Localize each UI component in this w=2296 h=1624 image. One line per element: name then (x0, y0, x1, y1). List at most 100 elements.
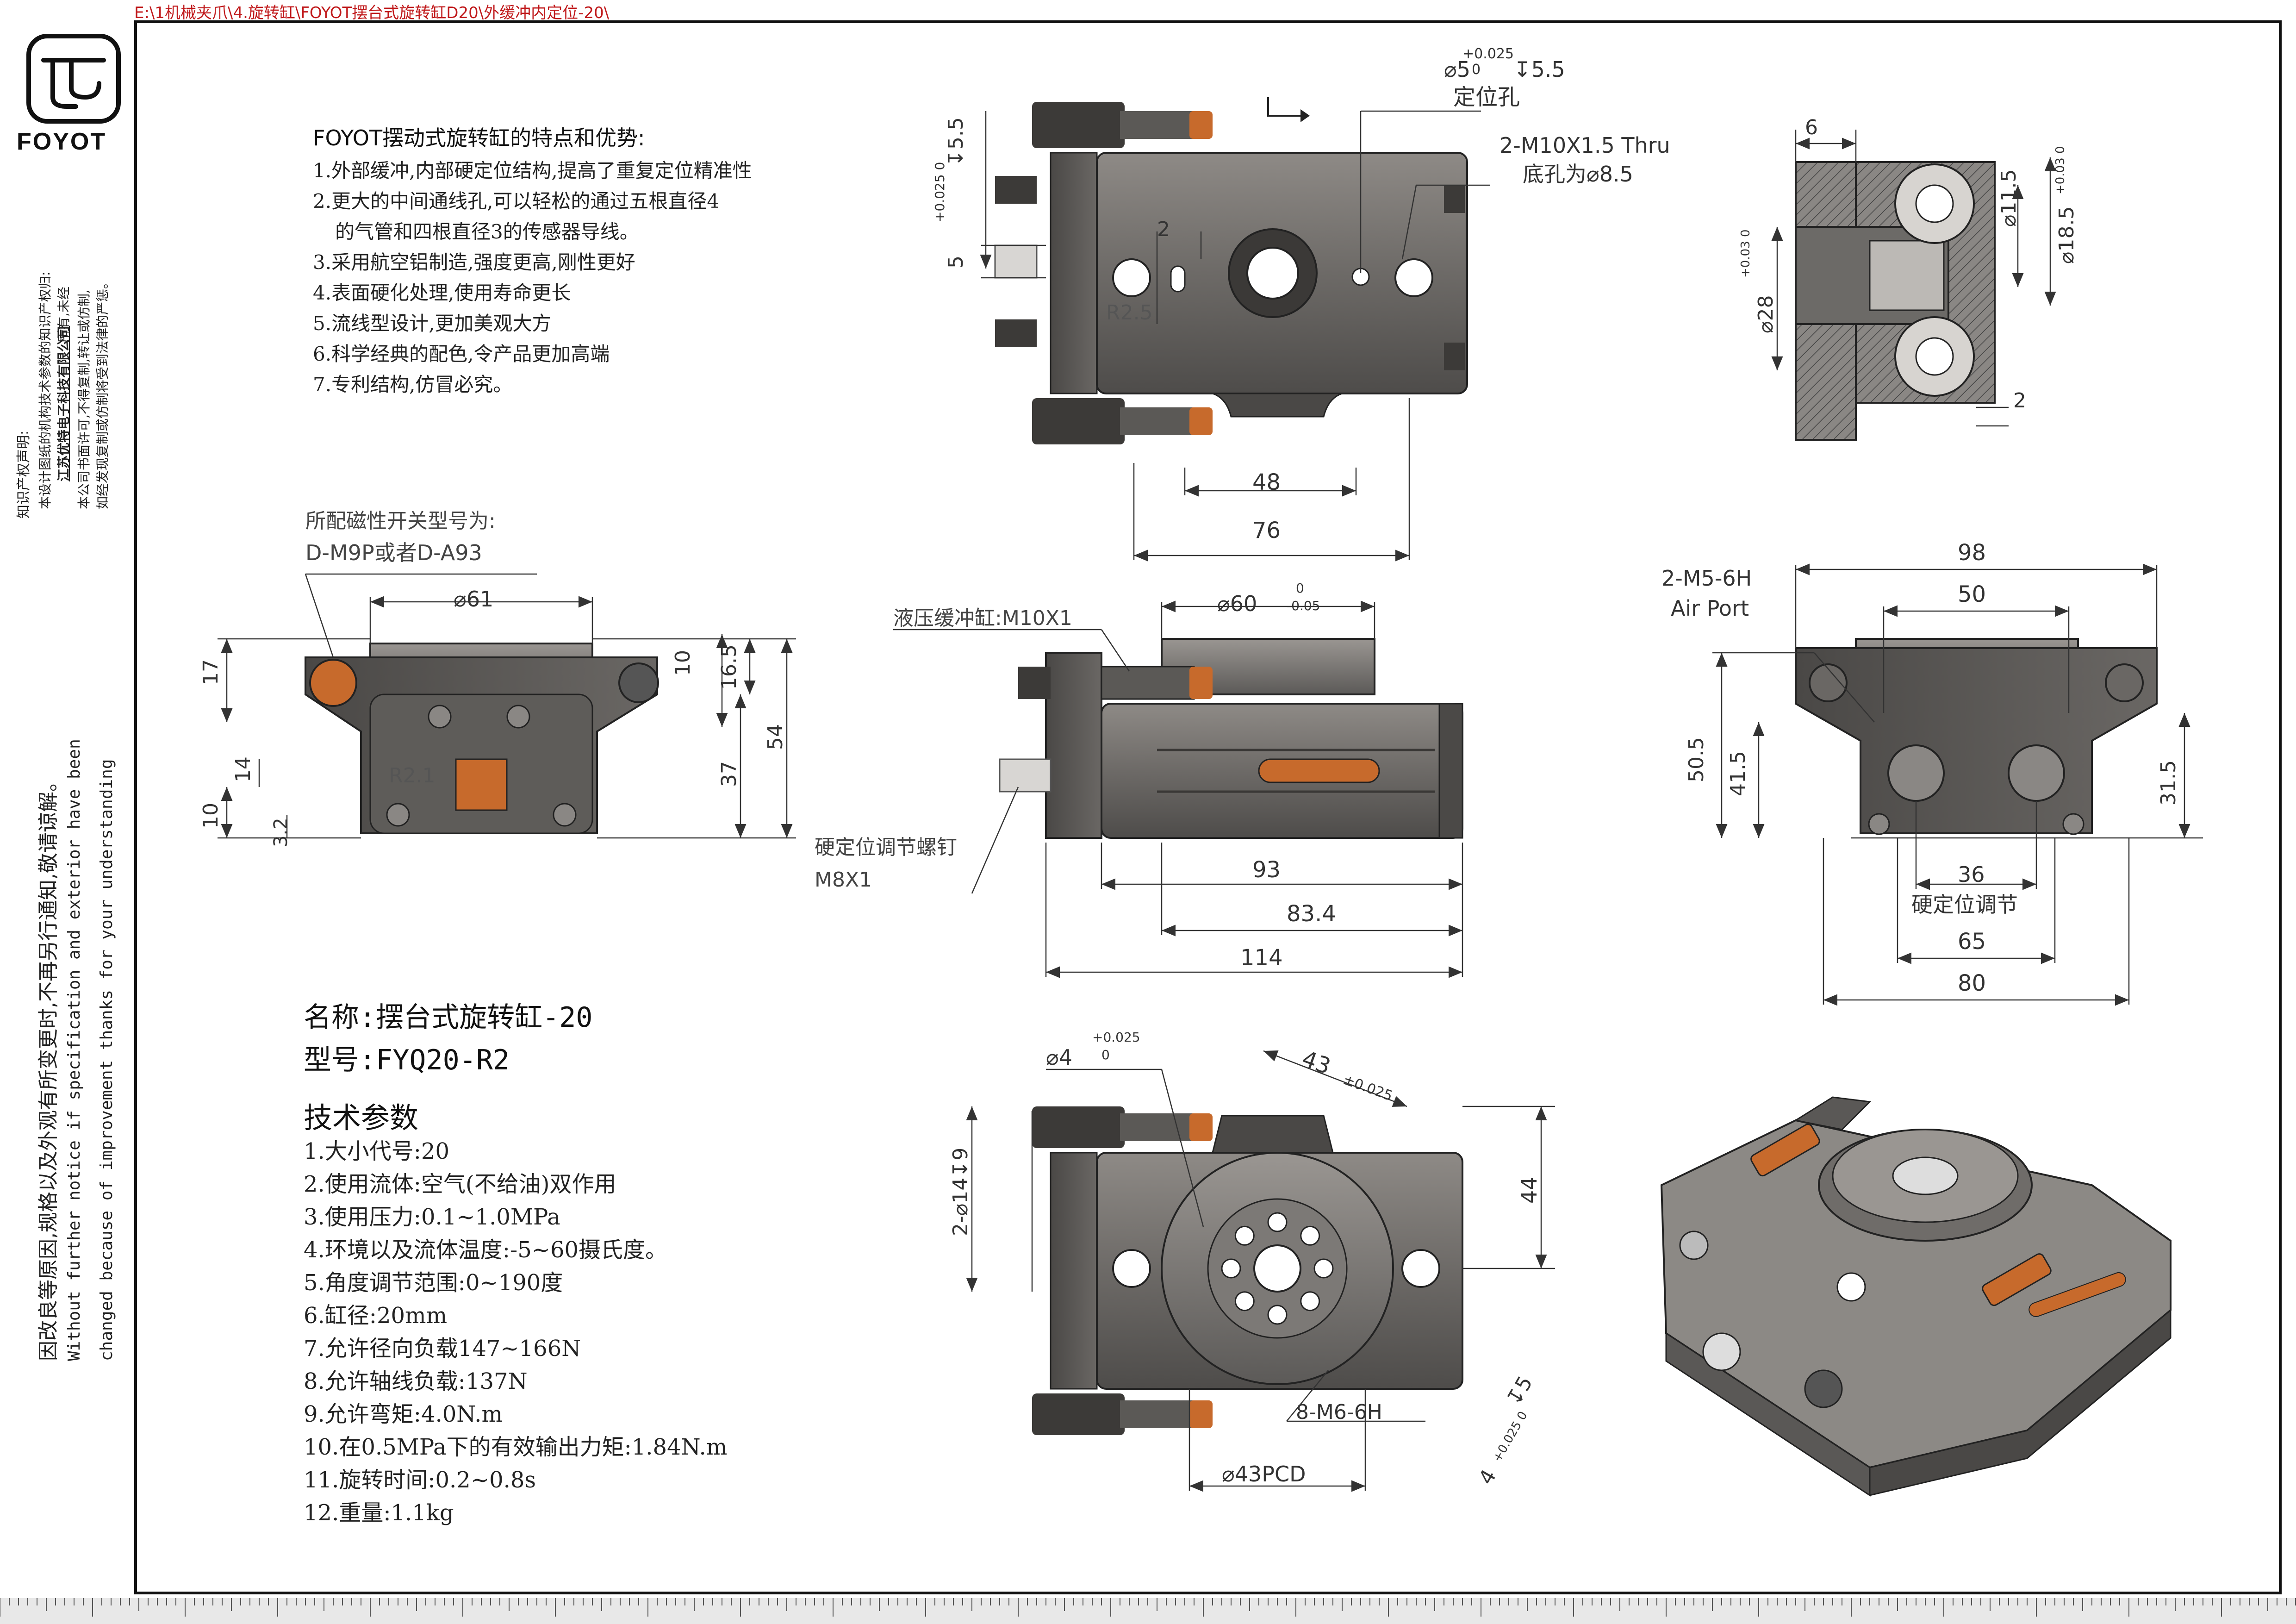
spec-item: 6.缸径:20mm (304, 1303, 448, 1329)
top-view: ⌀5 +0.025 0 ↧5.5 定位孔 2-M10X1.5 Thru 底孔为⌀… (932, 46, 1670, 562)
dim-114: 114 (1240, 945, 1283, 971)
rear-view: 98 50 2-M5-6H Air Port 50.5 41.5 31.5 36… (1661, 540, 2203, 1006)
feature-item: 7.专利结构,仿冒必究。 (313, 373, 513, 396)
dim-17: 17 (199, 659, 223, 685)
dim-4-tol: +0.025 0 (1490, 1409, 1530, 1465)
thru-hole-base: 底孔为⌀8.5 (1523, 162, 1633, 187)
product-name: 名称:摆台式旋转缸-20 (304, 1001, 593, 1034)
dim-65: 65 (1958, 929, 1986, 955)
stop-screw-label: 硬定位调节螺钉 (815, 836, 957, 859)
dim-2: 2 (1157, 218, 1170, 241)
pcd-hole (1313, 1258, 1334, 1279)
dim-76: 76 (1252, 518, 1281, 543)
product-block: 名称:摆台式旋转缸-20 型号:FYQ20-R2 (304, 996, 593, 1081)
feature-item: 1.外部缓冲,内部硬定位结构,提高了重复定位精准性 (313, 159, 752, 182)
spec-item: 9.允许弯矩:4.0N.m (304, 1401, 503, 1427)
spec-item: 7.允许径向负载147~166N (304, 1336, 581, 1362)
locate-hole-label: 定位孔 (1453, 84, 1520, 110)
dim-31-5: 31.5 (2157, 760, 2180, 806)
dim-44: 44 (1517, 1176, 1542, 1204)
dim-r2-5: R2.5 (1106, 301, 1153, 325)
dim-36: 36 (1958, 862, 1985, 887)
spec-item: 4.环境以及流体温度:-5~60摄氏度。 (304, 1237, 668, 1263)
feature-item: 6.科学经典的配色,令产品更加高端 (313, 343, 610, 365)
spec-item: 12.重量:1.1kg (304, 1500, 454, 1526)
dim-phi11-5: ⌀11.5 (1997, 169, 2021, 227)
pcd-hole (1221, 1258, 1241, 1279)
dim-41-5: 41.5 (1726, 751, 1750, 796)
air-port-en: Air Port (1671, 596, 1749, 621)
phi60-tol-up: 0 (1296, 581, 1304, 596)
dim-phi61: ⌀61 (454, 587, 493, 612)
hole4-tol-down: 0 (1101, 1047, 1110, 1062)
dim-93: 93 (1252, 857, 1281, 883)
dim-54: 54 (764, 724, 787, 750)
phi28-tolerance: +0.03 0 (1739, 230, 1753, 278)
magnet-model: D-M9P或者D-A93 (305, 540, 482, 565)
dim-43: 43 (1299, 1046, 1334, 1080)
hydraulic-label: 液压缓冲缸:M10X1 (893, 606, 1072, 630)
dim-98: 98 (1958, 540, 1986, 566)
pcd-holes-label: 8-M6-6H (1296, 1400, 1382, 1424)
phi60-tol-down: -0.05 (1287, 598, 1320, 613)
dim-83-4: 83.4 (1287, 901, 1336, 927)
title-strip: FOYOT 知识产权声明: 本设计图纸的机构技术参数的知识产权归: 江苏优特电子… (0, 0, 134, 1624)
section-view: 6 ⌀11.5 ⌀18.5 +0.03 0 ⌀28 +0.03 0 2 (1739, 116, 2078, 441)
pcd-hole (1267, 1212, 1288, 1232)
side-view: ⌀60 0 -0.05 液压缓冲缸:M10X1 硬定位调节螺钉 M8X1 93 … (815, 581, 1463, 978)
feature-item: 5.流线型设计,更加美观大方 (313, 312, 552, 335)
spec-item: 5.角度调节范围:0~190度 (304, 1270, 563, 1296)
thru-hole-label: 2-M10X1.5 Thru (1500, 133, 1670, 158)
feature-item: 3.采用航空铝制造,强度更高,刚性更好 (313, 251, 635, 274)
dim-r2-1: R2.1 (389, 764, 436, 787)
hole4-dia: ⌀4 (1046, 1045, 1072, 1070)
dim-14: 14 (231, 756, 255, 782)
pcd-hole (1234, 1225, 1255, 1246)
pcd-hole (1234, 1291, 1255, 1312)
counterbore-label: 2-⌀14↧9 (949, 1148, 972, 1236)
pcd-hole-group (1221, 1212, 1334, 1325)
brand-name: FOYOT (17, 128, 107, 155)
air-port-label: 2-M5-6H (1661, 566, 1752, 591)
dim-4: 4 (1474, 1466, 1501, 1489)
dim-2b: 2 (2013, 389, 2026, 412)
feature-item: 4.表面硬化处理,使用寿命更长 (313, 281, 571, 304)
dim-43-tol: ±0.025 (1341, 1072, 1394, 1105)
hard-stop-adj-label: 硬定位调节 (1911, 892, 2018, 917)
spec-item: 10.在0.5MPa下的有效输出力矩:1.84N.m (304, 1434, 728, 1460)
front-view-left: 所配磁性开关型号为: D-M9P或者D-A93 ⌀61 17 10 16.5 3… (199, 509, 796, 847)
dim-6: 6 (1805, 116, 1818, 139)
dim-48: 48 (1252, 469, 1281, 495)
magnet-label: 所配磁性开关型号为: (305, 509, 496, 533)
pcd-hole (1300, 1225, 1320, 1246)
dim-10: 10 (671, 650, 695, 676)
pcd-hole (1267, 1305, 1288, 1325)
locate-tol-up: +0.025 (1462, 46, 1514, 62)
features-list: 1.外部缓冲,内部硬定位结构,提高了重复定位精准性 2.更大的中间通线孔,可以轻… (313, 156, 752, 400)
dim-37: 37 (717, 761, 741, 787)
bolt-group (994, 102, 1213, 444)
isometric-render (1660, 1096, 2172, 1497)
product-model: 型号:FYQ20-R2 (304, 1044, 510, 1076)
dim-5: 5 (944, 256, 968, 269)
stop-screw-size: M8X1 (815, 868, 872, 892)
depth-5: ↧5 (1502, 1372, 1537, 1410)
scale-ruler (0, 1598, 2296, 1624)
dim-16-5: 16.5 (717, 644, 741, 690)
file-path: E:\1机械夹爪\4.旋转缸\FOYOT摆台式旋转缸D20\外缓冲内定位-20\ (134, 4, 610, 22)
spec-item: 2.使用流体:空气(不给油)双作用 (304, 1171, 616, 1197)
hole4-tol-up: +0.025 (1092, 1030, 1140, 1045)
feature-item: 2.更大的中间通线孔,可以轻松的通过五根直径4 (313, 190, 720, 212)
dim-50: 50 (1958, 581, 1986, 607)
spec-item: 1.大小代号:20 (304, 1138, 450, 1164)
foyot-logo-icon (26, 34, 121, 124)
pcd-label: ⌀43PCD (1222, 1462, 1306, 1487)
dim-phi18-5: ⌀18.5 (2055, 206, 2078, 264)
locate-dia-label: ⌀5 (1444, 57, 1470, 82)
dim-phi60: ⌀60 (1217, 591, 1257, 616)
spec-item: 8.允许轴线负载:137N (304, 1368, 528, 1394)
dim-80: 80 (1958, 970, 1986, 996)
specs-list: 1.大小代号:20 2.使用流体:空气(不给油)双作用 3.使用压力:0.1~1… (304, 1135, 727, 1530)
side-tolerance: +0.025 0 (932, 162, 947, 222)
dim-50-5: 50.5 (1685, 737, 1708, 782)
